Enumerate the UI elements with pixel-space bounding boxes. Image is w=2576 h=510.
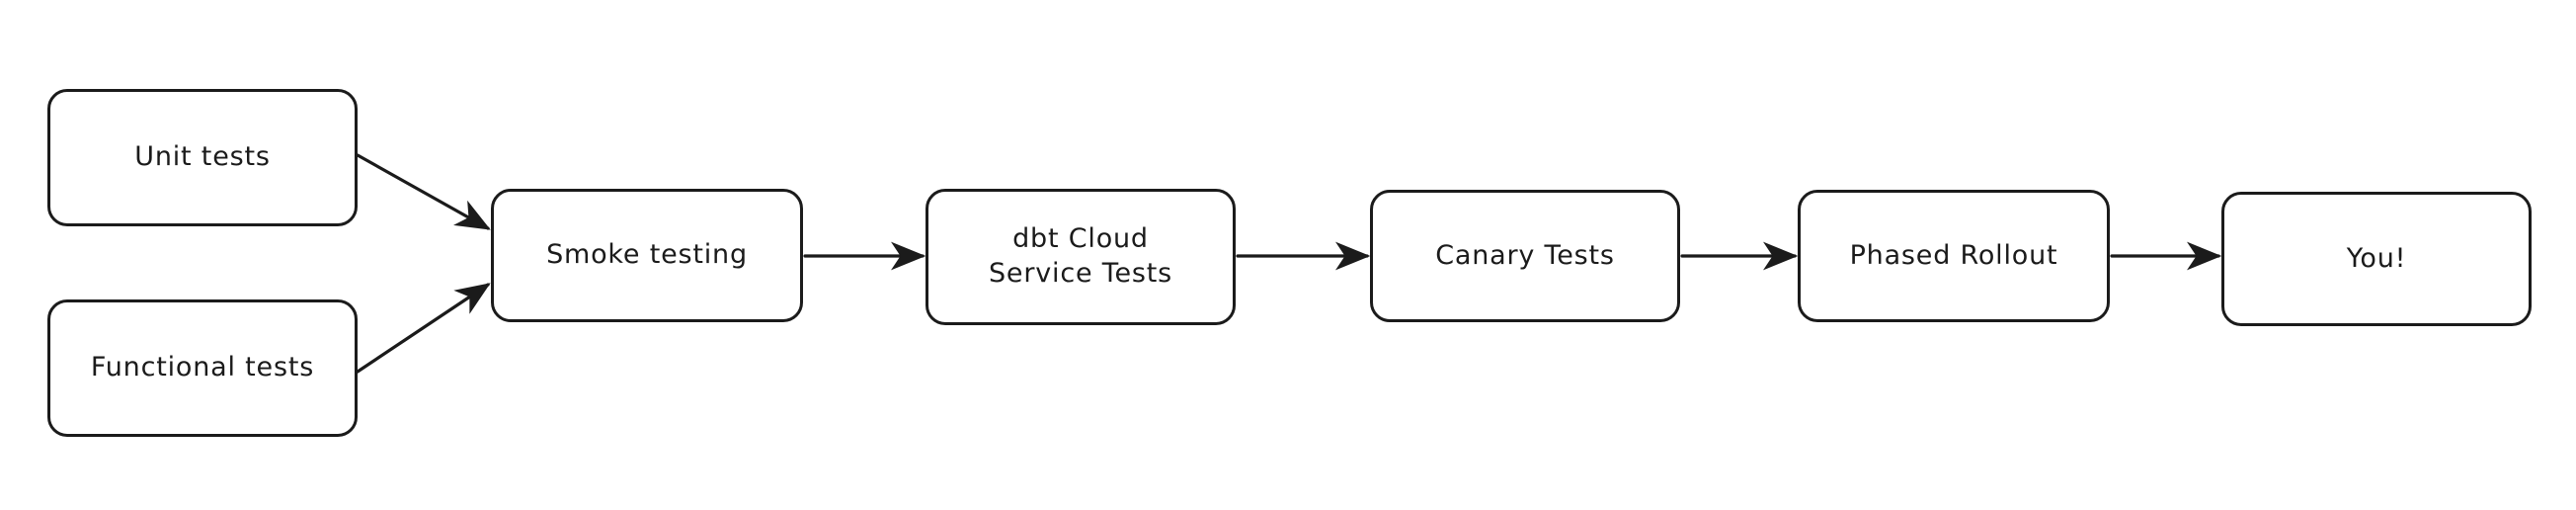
node-you[interactable]: You! (2221, 192, 2532, 326)
node-canary-tests[interactable]: Canary Tests (1370, 190, 1680, 322)
node-label: Canary Tests (1435, 239, 1615, 271)
node-unit-tests[interactable]: Unit tests (47, 89, 358, 226)
node-label: dbt Cloud Service Tests (988, 223, 1172, 289)
node-label: Functional tests (90, 352, 315, 383)
node-label: Unit tests (134, 141, 271, 173)
edge-unit-to-smoke (356, 153, 491, 230)
node-label: Phased Rollout (1849, 239, 2058, 271)
node-label: Smoke testing (546, 239, 748, 271)
node-dbt-cloud-service-tests[interactable]: dbt Cloud Service Tests (926, 189, 1236, 325)
node-smoke-testing[interactable]: Smoke testing (491, 189, 803, 322)
node-functional-tests[interactable]: Functional tests (47, 299, 358, 437)
edge-functional-to-smoke (356, 283, 491, 374)
node-label: You! (2346, 242, 2407, 274)
node-phased-rollout[interactable]: Phased Rollout (1798, 190, 2110, 322)
